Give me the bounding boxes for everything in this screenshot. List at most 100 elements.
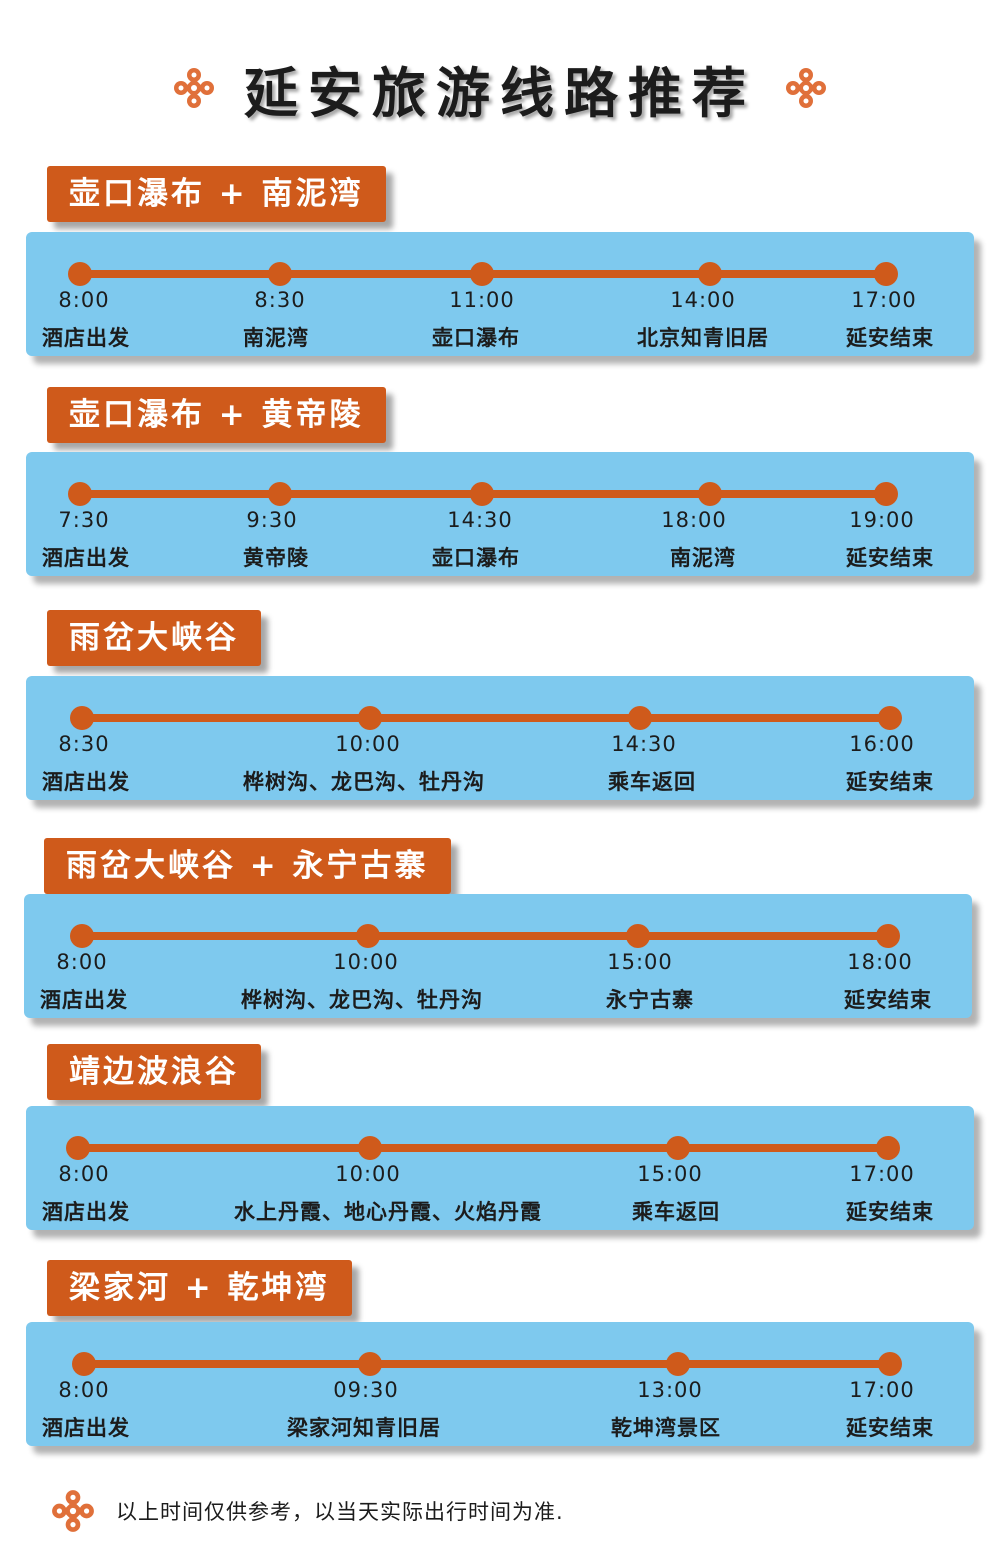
stop-time: 10:00	[335, 1162, 401, 1186]
stop-time: 8:00	[58, 1162, 110, 1186]
stop-place: 南泥湾	[243, 326, 309, 350]
stop-time: 14:30	[447, 508, 513, 532]
route-timeline: 7:30 酒店出发 9:30 黄帝陵 14:30 壶口瀑布 18:00 南泥湾 …	[26, 452, 974, 576]
stop-time: 18:00	[847, 950, 913, 974]
route-timeline: 8:00 酒店出发 8:30 南泥湾 11:00 壶口瀑布 14:00 北京知青…	[26, 232, 974, 356]
stop-place: 延安结束	[846, 326, 934, 350]
chinese-knot-icon	[52, 1490, 94, 1532]
stop-marker	[878, 1352, 902, 1376]
stop-place: 桦树沟、龙巴沟、牡丹沟	[241, 988, 483, 1012]
stop-marker	[876, 1136, 900, 1160]
stop-marker	[666, 1136, 690, 1160]
route-timeline: 8:00 酒店出发 10:00 桦树沟、龙巴沟、牡丹沟 15:00 永宁古寨 1…	[24, 894, 972, 1018]
stop-place: 酒店出发	[42, 326, 130, 350]
page-header: 延安旅游线路推荐	[0, 48, 1000, 128]
stop-marker	[356, 924, 380, 948]
stop-time: 8:30	[254, 288, 306, 312]
stop-place: 酒店出发	[40, 988, 128, 1012]
stop-time: 18:00	[661, 508, 727, 532]
stop-time: 9:30	[246, 508, 298, 532]
stop-place: 梁家河知青旧居	[287, 1416, 441, 1440]
chinese-knot-icon	[786, 68, 826, 108]
stop-place: 延安结束	[846, 770, 934, 794]
stop-marker	[876, 924, 900, 948]
stop-place: 南泥湾	[670, 546, 736, 570]
stop-marker	[628, 706, 652, 730]
route-title: 靖边波浪谷	[47, 1044, 261, 1100]
stop-marker	[470, 262, 494, 286]
stop-marker	[874, 262, 898, 286]
stop-marker	[878, 706, 902, 730]
stop-marker	[666, 1352, 690, 1376]
stop-place: 乘车返回	[608, 770, 696, 794]
route-timeline: 8:00 酒店出发 10:00 水上丹霞、地心丹霞、火焰丹霞 15:00 乘车返…	[26, 1106, 974, 1230]
footer-note: 以上时间仅供参考，以当天实际出行时间为准.	[50, 1488, 564, 1534]
stop-time: 14:00	[670, 288, 736, 312]
stop-place: 乾坤湾景区	[611, 1416, 721, 1440]
stop-marker	[268, 262, 292, 286]
stop-time: 13:00	[637, 1378, 703, 1402]
stop-marker	[470, 482, 494, 506]
stop-place: 酒店出发	[42, 546, 130, 570]
stop-time: 7:30	[58, 508, 110, 532]
stop-place: 壶口瀑布	[432, 546, 520, 570]
stop-time: 11:00	[449, 288, 515, 312]
stop-place: 桦树沟、龙巴沟、牡丹沟	[243, 770, 485, 794]
stop-time: 17:00	[851, 288, 917, 312]
stop-place: 壶口瀑布	[432, 326, 520, 350]
stop-time: 15:00	[607, 950, 673, 974]
stop-marker	[874, 482, 898, 506]
stop-place: 黄帝陵	[243, 546, 309, 570]
stop-time: 10:00	[333, 950, 399, 974]
stop-place: 延安结束	[846, 546, 934, 570]
route-title: 梁家河 + 乾坤湾	[47, 1260, 352, 1316]
stop-place: 酒店出发	[42, 1416, 130, 1440]
timeline-line	[82, 714, 890, 722]
stop-place: 延安结束	[846, 1416, 934, 1440]
stop-time: 09:30	[333, 1378, 399, 1402]
stop-marker	[268, 482, 292, 506]
stop-marker	[70, 924, 94, 948]
stop-marker	[358, 706, 382, 730]
stop-marker	[66, 1136, 90, 1160]
stop-marker	[68, 262, 92, 286]
stop-place: 酒店出发	[42, 770, 130, 794]
route-timeline: 8:30 酒店出发 10:00 桦树沟、龙巴沟、牡丹沟 14:30 乘车返回 1…	[26, 676, 974, 800]
stop-place: 延安结束	[846, 1200, 934, 1224]
stop-marker	[358, 1352, 382, 1376]
stop-time: 16:00	[849, 732, 915, 756]
route-title: 壶口瀑布 + 南泥湾	[47, 166, 386, 222]
stop-marker	[626, 924, 650, 948]
chinese-knot-icon	[174, 68, 214, 108]
stop-marker	[698, 262, 722, 286]
stop-time: 8:00	[56, 950, 108, 974]
stop-marker	[698, 482, 722, 506]
stop-marker	[72, 1352, 96, 1376]
stop-place: 乘车返回	[632, 1200, 720, 1224]
stop-marker	[68, 482, 92, 506]
timeline-line	[82, 932, 888, 940]
stop-time: 8:00	[58, 1378, 110, 1402]
stop-time: 14:30	[611, 732, 677, 756]
stop-place: 北京知青旧居	[637, 326, 769, 350]
route-title: 雨岔大峡谷 + 永宁古寨	[44, 838, 451, 894]
stop-time: 8:00	[58, 288, 110, 312]
stop-time: 8:30	[58, 732, 110, 756]
stop-marker	[70, 706, 94, 730]
stop-time: 15:00	[637, 1162, 703, 1186]
footer-text: 以上时间仅供参考，以当天实际出行时间为准.	[116, 1500, 564, 1524]
stop-marker	[358, 1136, 382, 1160]
stop-time: 10:00	[335, 732, 401, 756]
page-title: 延安旅游线路推荐	[244, 61, 756, 125]
stop-time: 19:00	[849, 508, 915, 532]
stop-place: 酒店出发	[42, 1200, 130, 1224]
timeline-line	[84, 1360, 890, 1368]
stop-place: 永宁古寨	[606, 988, 694, 1012]
timeline-line	[78, 1144, 888, 1152]
stop-time: 17:00	[849, 1162, 915, 1186]
route-title: 雨岔大峡谷	[47, 610, 261, 666]
stop-place: 延安结束	[844, 988, 932, 1012]
route-timeline: 8:00 酒店出发 09:30 梁家河知青旧居 13:00 乾坤湾景区 17:0…	[26, 1322, 974, 1446]
stop-place: 水上丹霞、地心丹霞、火焰丹霞	[234, 1200, 542, 1224]
route-title: 壶口瀑布 + 黄帝陵	[47, 387, 386, 443]
